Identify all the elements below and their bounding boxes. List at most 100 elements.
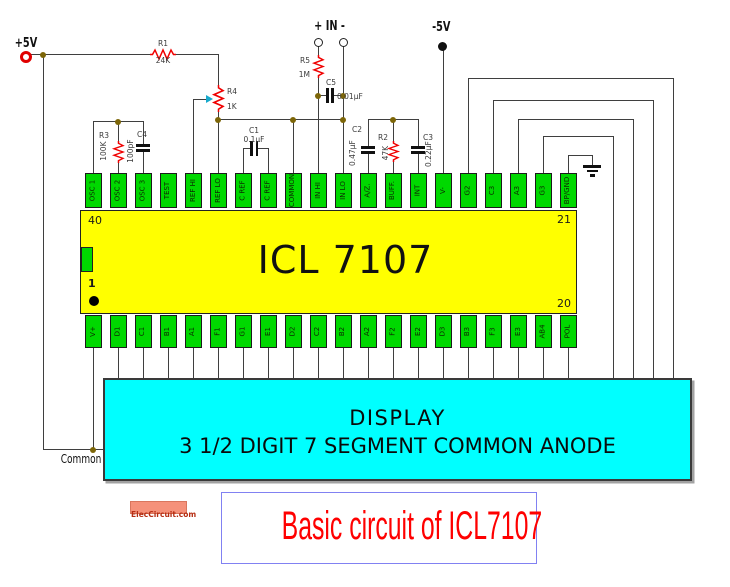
- resistor-r4-label: R4: [227, 87, 237, 96]
- ic-pin: AB4: [534, 315, 552, 348]
- ic-pin: B2: [334, 315, 352, 348]
- ic-notch: [81, 247, 93, 272]
- ic-pin: E2: [409, 315, 427, 348]
- junction-dot: [290, 116, 296, 123]
- wire: [193, 99, 207, 101]
- input-plus-terminal: [313, 37, 323, 47]
- wire: [592, 155, 594, 165]
- ic-pin: V-: [434, 173, 452, 208]
- display-line1: DISPLAY: [349, 406, 446, 430]
- wire: [176, 54, 219, 56]
- wire: [334, 95, 343, 97]
- wire: [393, 348, 395, 378]
- wire: [343, 46, 345, 173]
- ic-pin-label: A2: [363, 326, 372, 337]
- ic-pin: D2: [284, 315, 302, 348]
- wire: [393, 119, 395, 141]
- ic-pin: COMMON: [284, 173, 302, 208]
- wire: [568, 155, 593, 157]
- capacitor-c2-plate: [361, 151, 375, 154]
- ic-pin: D3: [434, 315, 452, 348]
- wire: [468, 78, 674, 80]
- ic-pin-label: A1: [188, 326, 197, 337]
- wire: [633, 119, 635, 378]
- negative-supply-label: -5V: [431, 20, 451, 35]
- wire: [518, 348, 520, 378]
- ic-pin: IN LO: [334, 173, 352, 208]
- junction-dot: [340, 116, 346, 123]
- ic-pin-label: C2: [313, 326, 322, 337]
- wire: [118, 348, 120, 378]
- ic-pin: G3: [534, 173, 552, 208]
- capacitor-c5-value: 0.01μF: [337, 92, 363, 101]
- ic-pin-label: D2: [288, 326, 297, 337]
- ic-pin-label: AB4: [538, 324, 547, 339]
- wire: [493, 100, 495, 173]
- ic-pin-label: D3: [438, 326, 447, 337]
- ic-pin: POL: [559, 315, 577, 348]
- capacitor-c1-plate: [250, 141, 253, 156]
- resistor-r3: [111, 141, 125, 163]
- wire: [118, 121, 120, 141]
- junction-dot: [115, 118, 121, 125]
- wire: [143, 348, 145, 378]
- wire: [293, 348, 295, 378]
- capacitor-c3-label: C3: [422, 133, 433, 142]
- wire: [493, 348, 495, 378]
- capacitor-c3-plate: [411, 151, 425, 154]
- junction-dot: [215, 116, 221, 123]
- wire: [118, 163, 120, 173]
- ic-pin: REF LO: [209, 173, 227, 208]
- wire: [218, 112, 220, 173]
- ic-pin: OSC 2: [109, 173, 127, 208]
- capacitor-c1-label: C1: [248, 126, 259, 135]
- ic-pin: A/Z.: [359, 173, 377, 208]
- ic-pin1-dot: [89, 296, 99, 306]
- wire: [568, 155, 570, 173]
- ic-pin: IN HI: [309, 173, 327, 208]
- resistor-r1-value: 24K: [155, 56, 171, 65]
- positive-supply-label: +5V: [14, 36, 38, 51]
- ic-pin-label: F3: [488, 327, 497, 336]
- wire: [543, 136, 614, 138]
- wire: [613, 136, 615, 378]
- wire: [168, 348, 170, 378]
- positive-supply-terminal: [20, 51, 32, 63]
- resistor-r1-label: R1: [158, 39, 168, 48]
- capacitor-c1-plate: [255, 141, 259, 156]
- ic-pin: D1: [109, 315, 127, 348]
- wire: [368, 119, 370, 147]
- ic-pin-number-bottom-left: 1: [88, 277, 96, 290]
- ic-pin-label: G1: [238, 326, 247, 337]
- ic-pin: A2: [359, 315, 377, 348]
- wire: [218, 348, 220, 378]
- capacitor-c2-plate: [361, 146, 375, 149]
- wire: [93, 121, 95, 173]
- ground-icon: [590, 174, 595, 177]
- resistor-r3-label: R3: [99, 131, 109, 140]
- title-box: Basic circuit of ICL7107: [221, 492, 542, 564]
- ic-pin-label: C1: [138, 326, 147, 337]
- wire: [30, 54, 150, 56]
- capacitor-c2-label: C2: [351, 125, 362, 134]
- ic-pin-number-top-right: 21: [557, 213, 571, 226]
- ic-pin: INT: [409, 173, 427, 208]
- resistor-r5: [311, 55, 325, 78]
- wire: [43, 449, 105, 451]
- ic-pin: F2: [384, 315, 402, 348]
- wire: [368, 152, 370, 173]
- wire: [468, 348, 470, 378]
- ic-pin: F3: [484, 315, 502, 348]
- wire: [393, 162, 395, 173]
- wire: [318, 95, 327, 97]
- ic-pin-label: E3: [513, 327, 522, 336]
- ic-pin-label: E2: [413, 327, 422, 336]
- ic-pin: B3: [459, 315, 477, 348]
- ic-pin: C REF: [259, 173, 277, 208]
- resistor-r1: [150, 48, 176, 61]
- display-line2: 3 1/2 DIGIT 7 SEGMENT COMMON ANODE: [179, 434, 616, 458]
- wire: [568, 348, 570, 378]
- input-minus-terminal: [338, 37, 348, 47]
- resistor-r5-label: R5: [300, 56, 310, 65]
